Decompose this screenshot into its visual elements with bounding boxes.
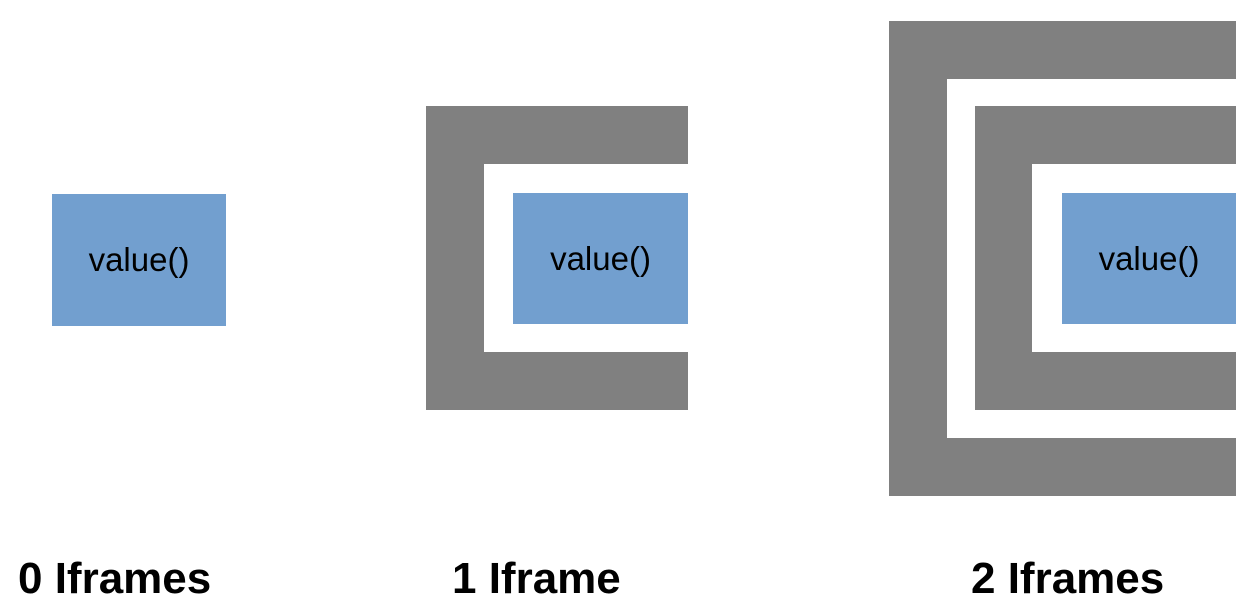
- value-label: value(): [550, 239, 651, 277]
- value-box: value(): [1062, 193, 1236, 324]
- value-label: value(): [88, 241, 190, 278]
- caption-0-iframes: 0 Iframes: [18, 554, 212, 603]
- caption-1-iframe: 1 Iframe: [452, 554, 621, 603]
- value-box: value(): [52, 194, 226, 326]
- value-box: value(): [513, 193, 688, 324]
- caption-2-iframes: 2 Iframes: [971, 554, 1165, 603]
- value-label: value(): [1098, 239, 1200, 277]
